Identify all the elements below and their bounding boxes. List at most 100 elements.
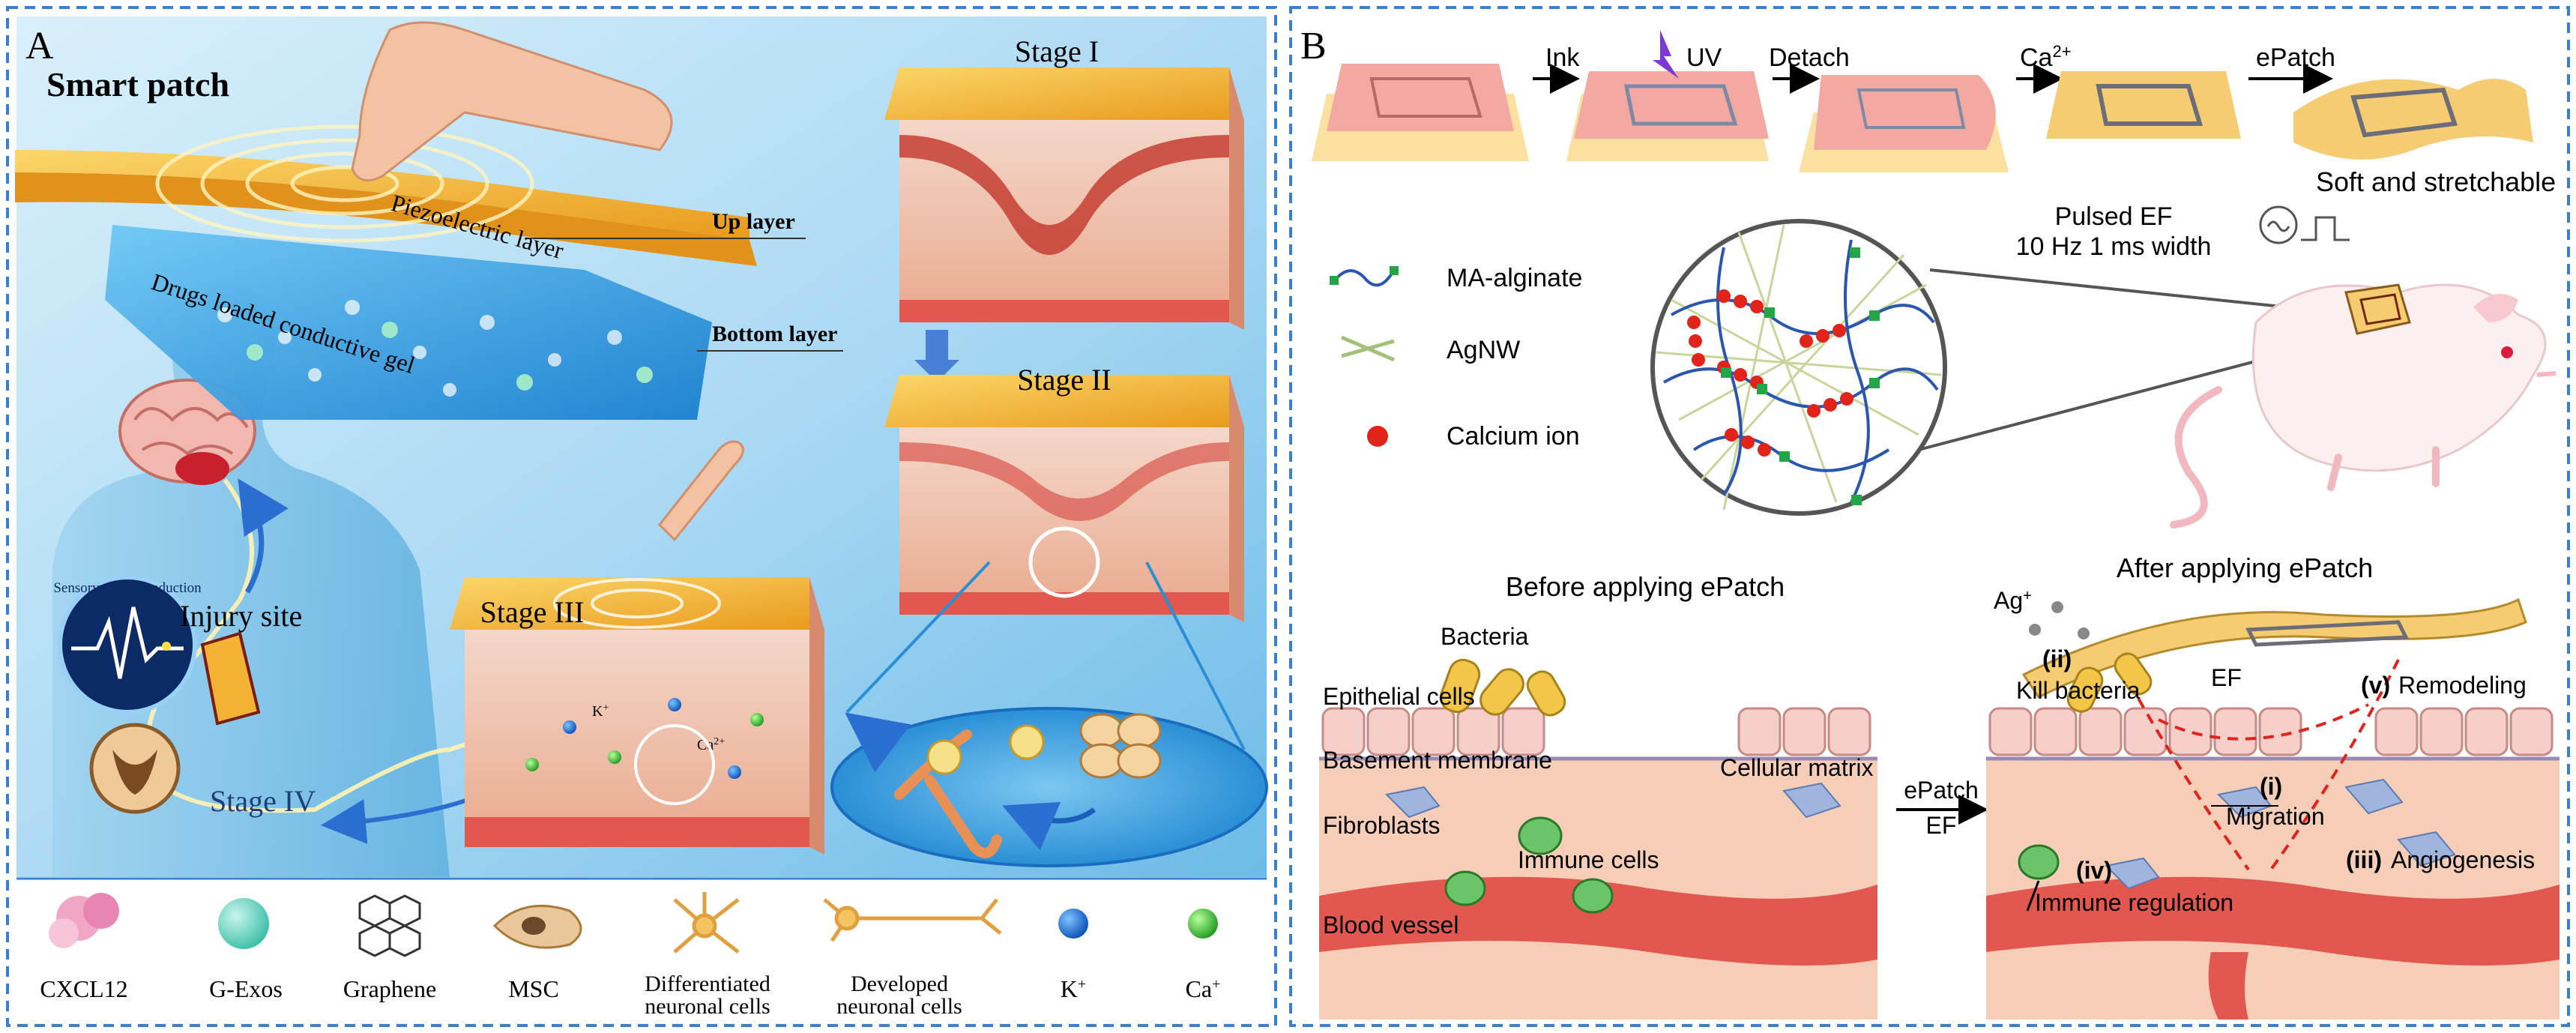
stage-2-block: Stage II xyxy=(884,363,1244,622)
arrow-bottom-label: EF xyxy=(1926,812,1957,839)
legend-agnw-label: AgNW xyxy=(1447,336,1520,364)
panel-a-legend: CXCL12 G-Exos Graphene MSC Differentiate… xyxy=(16,877,1267,1019)
legend-ca-label: Ca+ xyxy=(1186,975,1221,1002)
step-3-sheet xyxy=(1799,75,2009,172)
sensory-monitor: Sensory nerve conduction xyxy=(53,575,202,714)
legend-developed-label-2: neuronal cells xyxy=(836,994,962,1019)
ma-alginate-icon xyxy=(1333,268,1396,287)
legend-k-icon xyxy=(1058,909,1088,939)
panel-b: B Ink UV Detach xyxy=(1289,6,2570,1027)
step-2-sheet xyxy=(1566,30,1769,161)
migration-label: Migration xyxy=(2226,803,2325,830)
injury-site-label: Injury site xyxy=(180,599,302,633)
panel-a: A Smart patch Sensory nerve conduction I… xyxy=(6,6,1277,1027)
legend-cxcl12-icon xyxy=(49,893,119,948)
kill-bacteria-label: Kill bacteria xyxy=(2016,677,2141,704)
ef-label: EF xyxy=(2211,664,2242,691)
ac-source-icon xyxy=(2259,205,2350,244)
legend-differentiated-label-2: neuronal cells xyxy=(645,994,770,1019)
legend-ca-label-b: Calcium ion xyxy=(1447,422,1580,451)
spinal-cord xyxy=(89,723,181,814)
stage-1-block: Stage I xyxy=(884,34,1244,330)
before-title: Before applying ePatch xyxy=(1506,571,1785,602)
step-5-sheet xyxy=(2293,79,2533,160)
calcium-icon xyxy=(1367,426,1388,447)
agnw-icon xyxy=(1341,335,1395,362)
brain xyxy=(118,379,256,485)
injury-dot xyxy=(162,642,171,651)
piezo-layer xyxy=(15,172,757,266)
stage-3-label: Stage III xyxy=(480,595,585,629)
stage-3-ion-k: K+ xyxy=(592,702,609,720)
fabrication-steps: Ink UV Detach Ca2+ ePatch xyxy=(1312,30,2533,172)
step-epatch-label: ePatch xyxy=(2256,43,2335,72)
fibroblasts-label: Fibroblasts xyxy=(1323,812,1441,839)
epithelial-label: Epithelial cells xyxy=(1323,683,1475,710)
step-1-sheet xyxy=(1312,64,1529,161)
step-detach-label: Detach xyxy=(1769,43,1850,72)
rat-illustration xyxy=(2170,283,2557,528)
hydrogel-network xyxy=(1650,219,1947,516)
panel-b-letter: B xyxy=(1300,25,1327,67)
legend-graphene-label: Graphene xyxy=(343,975,436,1002)
basement-label: Basement membrane xyxy=(1323,747,1552,774)
after-title: After applying ePatch xyxy=(2117,552,2373,583)
stage-3-block: Stage III K+ Ca2+ xyxy=(450,440,824,855)
remodeling-label: Remodeling xyxy=(2398,672,2527,699)
finger xyxy=(351,21,673,182)
pulsed-ef-detail: 10 Hz 1 ms width xyxy=(2016,232,2212,261)
panel-a-frame xyxy=(6,6,1277,1027)
treatment-arrow: ePatch EF xyxy=(1896,777,1988,839)
lens-to-stage-3-arrow xyxy=(845,712,911,773)
cellular-matrix-label: Cellular matrix xyxy=(1720,754,1873,781)
smart-patch-illustration: Up layer Piezoelectric layer Bottom laye… xyxy=(15,21,843,420)
angiogenesis-label: Angiogenesis xyxy=(2391,846,2535,873)
ii-label: (ii) xyxy=(2042,645,2072,672)
layer-bottom-label: Bottom layer xyxy=(712,322,837,346)
legend-cxcl12-label: CXCL12 xyxy=(40,975,127,1002)
step-4-sheet xyxy=(2046,71,2241,139)
tissue-after: Ag+ EF (ii) Kill bacteria (v) Remodeling… xyxy=(1986,587,2560,1020)
bacteria-label: Bacteria xyxy=(1441,623,1529,650)
legend-developed-label: Developed xyxy=(851,972,948,996)
stage-1-to-2-arrow xyxy=(914,330,959,382)
sensory-nerve-label: Sensory nerve conduction xyxy=(53,580,202,596)
ag-label: Ag+ xyxy=(1994,587,2032,614)
panel-a-title: Smart patch xyxy=(46,65,229,103)
stage-iv-label: Stage IV xyxy=(210,784,316,818)
iv-label: (iv) xyxy=(2076,857,2112,884)
immune-cells-label: Immune cells xyxy=(1518,846,1659,873)
legend-gexos-icon xyxy=(218,898,269,949)
legend-ma-label: MA-alginate xyxy=(1447,264,1582,292)
legend-differentiated-icon xyxy=(673,892,740,954)
legend-graphene-icon xyxy=(358,894,421,957)
tissue-before: Bacteria Epithelial cells Basement membr… xyxy=(1319,623,1877,1020)
legend-developed-icon xyxy=(823,898,1002,942)
blood-vessel-label: Blood vessel xyxy=(1323,912,1459,939)
v-label: (v) xyxy=(2361,672,2390,699)
legend-msc-label: MSC xyxy=(508,975,559,1002)
soft-stretchable-label: Soft and stretchable xyxy=(2316,166,2556,197)
step-ink-label: Ink xyxy=(1545,43,1580,72)
iii-label: (iii) xyxy=(2346,846,2382,873)
stage-1-label: Stage I xyxy=(1015,34,1099,68)
panel-a-letter: A xyxy=(25,25,54,67)
legend-ca-icon xyxy=(1188,909,1218,939)
panel-b-legend: MA-alginate AgNW Calcium ion xyxy=(1330,264,1582,451)
panel-b-frame xyxy=(1289,6,2570,1027)
legend-msc-icon xyxy=(492,904,582,949)
stage-2-label: Stage II xyxy=(1017,363,1111,397)
zoom-lens xyxy=(830,526,1268,867)
step-ca-label: Ca2+ xyxy=(2020,42,2072,73)
legend-gexos-label: G-Exos xyxy=(209,975,283,1002)
step-uv-label: UV xyxy=(1686,43,1722,72)
nerve-arrow-up xyxy=(238,478,289,594)
immune-regulation-label: Immune regulation xyxy=(2035,889,2233,916)
layer-up-label: Up layer xyxy=(712,209,795,234)
gel-layer xyxy=(105,225,712,420)
arrow-top-label: ePatch xyxy=(1904,777,1979,804)
legend-differentiated-label: Differentiated xyxy=(645,972,770,996)
i-label: (i) xyxy=(2260,773,2282,800)
legend-k-label: K+ xyxy=(1061,975,1086,1002)
